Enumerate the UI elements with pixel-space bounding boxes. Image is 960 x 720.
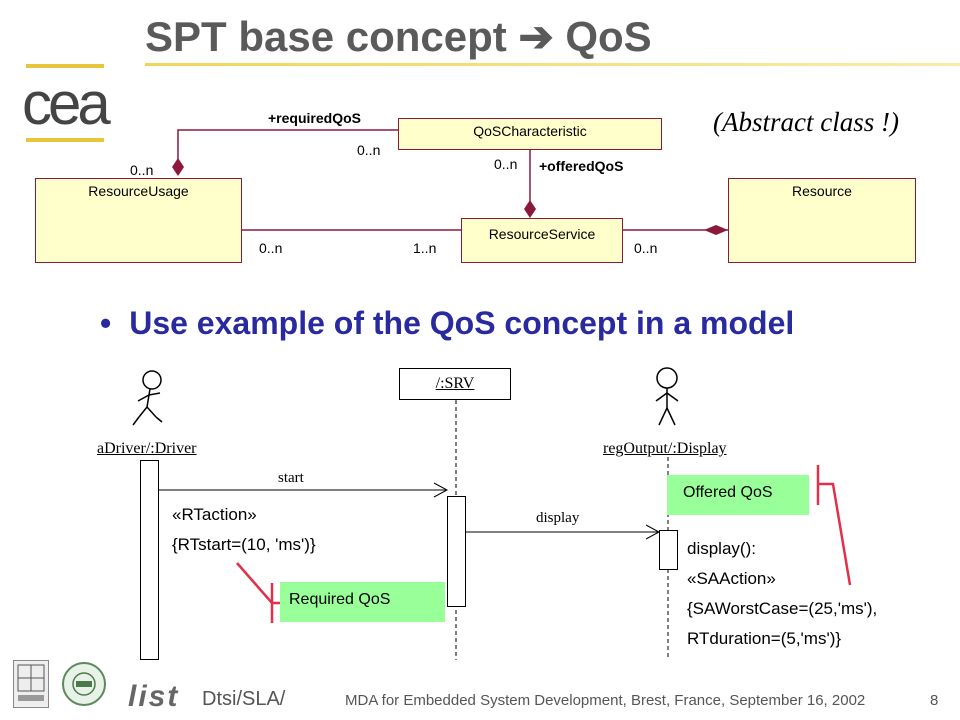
abstract-class-note: (Abstract class !) bbox=[713, 107, 899, 137]
class-name: ResourceService bbox=[488, 226, 596, 242]
title-text: SPT base concept bbox=[145, 13, 507, 60]
role-offered-qos: +offeredQoS bbox=[539, 158, 624, 174]
cea-logo-text: cea bbox=[22, 70, 111, 137]
class-resource-usage: ResourceUsage bbox=[35, 178, 242, 263]
display-actor-name: regOutput/:Display bbox=[603, 440, 727, 457]
bullet-dot-icon: • bbox=[100, 305, 112, 341]
annotation-line: RTduration=(5,'ms')} bbox=[687, 629, 842, 648]
offered-qos-diamond bbox=[524, 200, 536, 218]
driver-activation bbox=[140, 460, 159, 660]
class-name: Resource bbox=[792, 183, 852, 199]
driver-actor-name: aDriver/:Driver bbox=[97, 440, 197, 457]
driver-annotation: «RTaction» {RTstart=(10, 'ms')} bbox=[172, 500, 316, 560]
start-message-arrowhead bbox=[433, 482, 449, 498]
srv-object-name: /:SRV bbox=[435, 375, 475, 392]
logo-top-rule bbox=[26, 64, 104, 68]
start-message-label: start bbox=[278, 470, 304, 486]
class-resource: Resource bbox=[728, 178, 916, 263]
list-logo-text: list bbox=[128, 680, 180, 713]
annotation-line: display(): bbox=[687, 539, 756, 558]
list-logo: list bbox=[128, 682, 179, 712]
class-name: QoSCharacteristic bbox=[473, 123, 587, 139]
title-arrow-icon: ➔ bbox=[518, 13, 554, 60]
required-qos-label: Required QoS bbox=[280, 582, 445, 622]
certification-logo-icon bbox=[72, 672, 96, 696]
multiplicity-offered-qos: 0..n bbox=[494, 156, 518, 172]
class-name: ResourceUsage bbox=[88, 183, 189, 199]
offered-qos-label: Offered QoS bbox=[667, 475, 809, 515]
annotation-line: «SAAction» bbox=[687, 569, 776, 588]
page-number: 8 bbox=[930, 692, 939, 709]
multiplicity-required-qos: 0..n bbox=[357, 142, 381, 158]
multiplicity-usage-left: 0..n bbox=[259, 240, 283, 256]
bullet-text: Use example of the QoS concept in a mode… bbox=[129, 305, 795, 341]
required-qos-marker bbox=[236, 562, 286, 623]
title-suffix: QoS bbox=[565, 13, 652, 60]
footer-event: MDA for Embedded System Development, Bre… bbox=[345, 692, 866, 709]
display-actor-icon bbox=[655, 367, 679, 426]
title-underline bbox=[145, 63, 960, 66]
driver-actor-icon bbox=[132, 370, 163, 426]
class-qos-characteristic: QoSCharacteristic bbox=[398, 118, 662, 150]
logo-bottom-rule bbox=[26, 138, 104, 142]
annotation-line: «RTaction» bbox=[172, 505, 257, 524]
afaq-logo-icon bbox=[17, 664, 45, 701]
offered-qos-marker bbox=[816, 465, 852, 586]
srv-activation bbox=[447, 496, 466, 607]
required-qos-association bbox=[177, 129, 398, 167]
required-qos-diamond bbox=[172, 158, 184, 176]
afaq-logo bbox=[13, 660, 49, 708]
certification-logo bbox=[62, 662, 106, 706]
display-message-label: display bbox=[536, 510, 580, 526]
annotation-line: {SAWorstCase=(25,'ms'), bbox=[687, 599, 878, 618]
class-resource-service: ResourceService bbox=[461, 218, 623, 263]
srv-object: /:SRV bbox=[399, 368, 511, 400]
class-diagram-connectors bbox=[172, 129, 728, 235]
cea-logo: cea bbox=[22, 74, 111, 134]
footer-department: Dtsi/SLA/ bbox=[202, 688, 286, 710]
multiplicity-resource: 0..n bbox=[634, 240, 658, 256]
role-required-qos: +requiredQoS bbox=[268, 110, 361, 126]
multiplicity-usage-required: 0..n bbox=[130, 162, 154, 178]
annotation-line: {RTstart=(10, 'ms')} bbox=[172, 535, 316, 554]
multiplicity-usage-right: 1..n bbox=[413, 240, 437, 256]
resource-composition-diamond bbox=[704, 225, 728, 235]
slide-title: SPT base concept ➔ QoS bbox=[145, 12, 652, 61]
display-annotation: display(): «SAAction» {SAWorstCase=(25,'… bbox=[687, 534, 877, 654]
bullet-item: • Use example of the QoS concept in a mod… bbox=[100, 305, 794, 342]
display-activation bbox=[659, 530, 678, 570]
